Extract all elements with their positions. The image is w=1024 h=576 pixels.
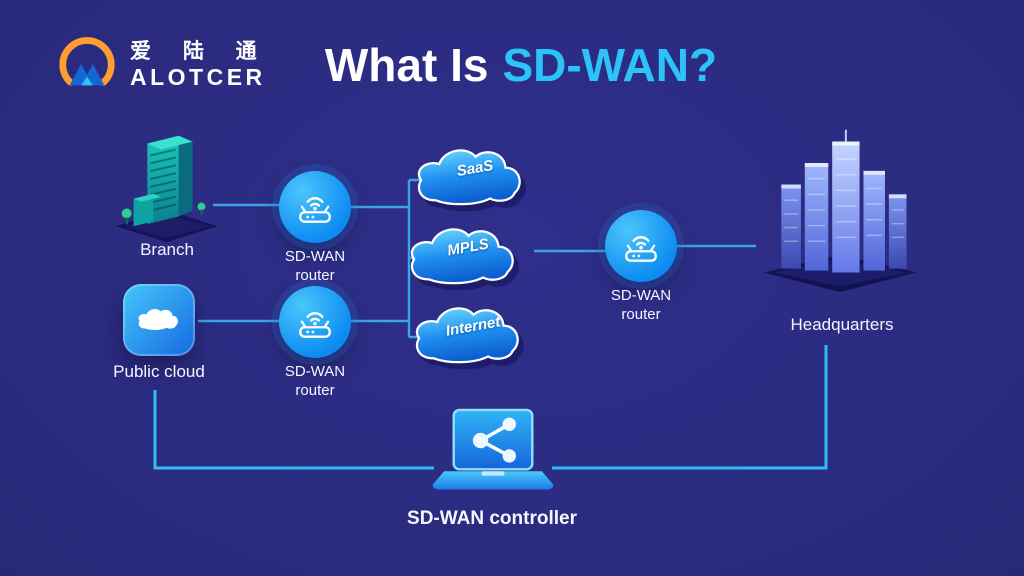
- router-icon: [299, 312, 331, 338]
- controller-node: [430, 408, 556, 505]
- sdwan-router-1-label: SD-WAN router: [284, 248, 346, 284]
- sdwan-router-3-label: SD-WAN router: [610, 287, 672, 323]
- headquarters-label: Headquarters: [790, 315, 894, 334]
- public-cloud-label: Public cloud: [113, 362, 205, 381]
- title-white: What Is: [324, 39, 489, 91]
- brand-name-chinese: 爱 陆 通: [130, 39, 270, 63]
- share-icon: [472, 417, 516, 463]
- sdwan-router-3: [605, 210, 677, 282]
- cloud-icon: [138, 309, 178, 331]
- title-accent: SD-WAN?: [502, 39, 718, 91]
- internet-cloud-icon: [415, 307, 519, 364]
- controller-label: SD-WAN controller: [407, 508, 577, 529]
- brand-name-english: ALOTCER: [130, 63, 266, 90]
- public-cloud-node: [123, 284, 195, 356]
- sdwan-router-2: [279, 286, 351, 358]
- controller-laptop-icon: [432, 408, 554, 490]
- mpls-cloud: MPLS: [405, 221, 531, 294]
- brand-logo: 爱 陆 通 ALOTCER: [56, 34, 270, 96]
- branch-node: [108, 116, 226, 251]
- sdwan-router-2-label: SD-WAN router: [284, 363, 346, 399]
- branch-label: Branch: [140, 240, 194, 259]
- saas-cloud-icon: [417, 149, 521, 206]
- alotcer-logo-icon: [59, 37, 115, 86]
- saas-cloud: SaaS: [412, 142, 538, 215]
- sdwan-router-1: [279, 171, 351, 243]
- router-icon: [299, 197, 331, 223]
- mpls-cloud-icon: [410, 228, 514, 285]
- headquarters-city-icon: [763, 129, 917, 293]
- brand-text: 爱 陆 通 ALOTCER: [130, 40, 270, 91]
- page-title: What Is SD-WAN?: [286, 38, 756, 92]
- headquarters-node: [752, 110, 928, 311]
- internet-cloud: Internet: [410, 300, 536, 373]
- router-icon: [625, 236, 657, 262]
- branch-building-icon: [115, 135, 219, 242]
